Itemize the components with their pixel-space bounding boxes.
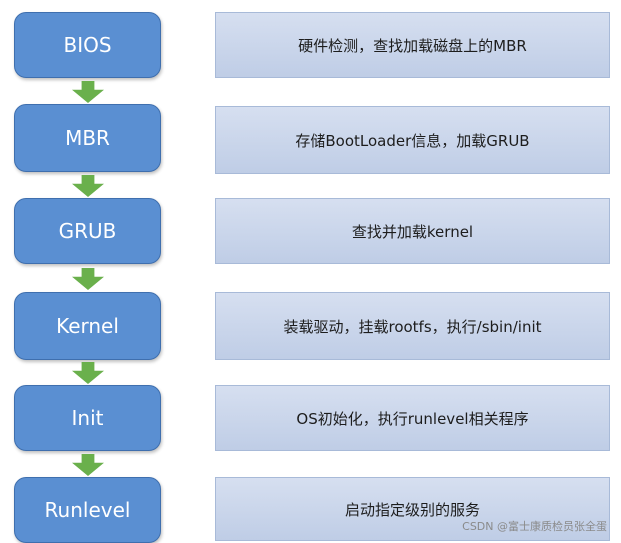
down-arrow-icon <box>72 362 104 384</box>
stage-box-runlevel: Runlevel <box>14 477 161 543</box>
description-text: 查找并加载kernel <box>351 222 474 241</box>
stage-box-kernel: Kernel <box>14 292 161 360</box>
description-text: 存储BootLoader信息，加载GRUB <box>295 131 530 150</box>
stage-description-bios: 硬件检测，查找加载磁盘上的MBR <box>215 12 610 78</box>
stage-box-bios: BIOS <box>14 12 161 78</box>
description-text: 装载驱动，挂载rootfs，执行/sbin/init <box>283 317 542 336</box>
down-arrow-icon <box>72 454 104 476</box>
description-text: OS初始化，执行runlevel相关程序 <box>296 409 529 428</box>
description-text: 启动指定级别的服务 <box>344 500 480 519</box>
watermark: CSDN @富士康质检员张全蛋 <box>462 520 607 533</box>
stage-description-kernel: 装载驱动，挂载rootfs，执行/sbin/init <box>215 292 610 360</box>
down-arrow-icon <box>72 81 104 103</box>
stage-box-init: Init <box>14 385 161 451</box>
stage-box-grub: GRUB <box>14 198 161 264</box>
down-arrow-icon <box>72 268 104 290</box>
stage-label: BIOS <box>63 33 112 57</box>
stage-description-runlevel: 启动指定级别的服务 <box>215 477 610 541</box>
stage-description-mbr: 存储BootLoader信息，加载GRUB <box>215 106 610 174</box>
stage-description-grub: 查找并加载kernel <box>215 198 610 264</box>
description-text: 硬件检测，查找加载磁盘上的MBR <box>298 36 527 55</box>
stage-description-init: OS初始化，执行runlevel相关程序 <box>215 385 610 451</box>
down-arrow-icon <box>72 175 104 197</box>
stage-label: GRUB <box>58 219 117 243</box>
stage-label: Runlevel <box>44 498 131 522</box>
stage-label: MBR <box>65 126 110 150</box>
stage-box-mbr: MBR <box>14 104 161 172</box>
stage-label: Kernel <box>56 314 119 338</box>
stage-label: Init <box>71 406 104 430</box>
